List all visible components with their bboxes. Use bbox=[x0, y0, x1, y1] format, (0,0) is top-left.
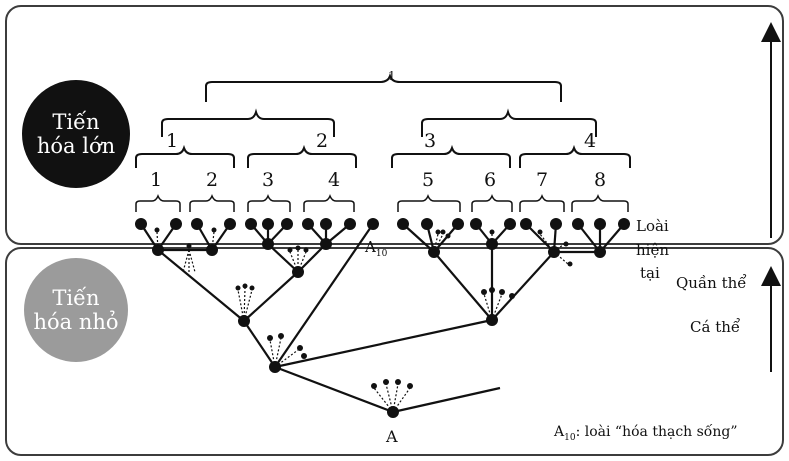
individual-dots bbox=[154, 227, 573, 389]
mid-group-number-4: 4 bbox=[584, 130, 596, 152]
species-brackets bbox=[135, 193, 629, 212]
micro-evolution-label: Tiến hóa nhỏ bbox=[24, 258, 128, 362]
species-nodes bbox=[135, 218, 630, 230]
ancestor-label: A bbox=[385, 427, 398, 446]
fossil-node-letter: A bbox=[364, 238, 376, 256]
mid-group-number-2: 2 bbox=[316, 130, 328, 152]
mid-group-number-1: 1 bbox=[166, 130, 178, 152]
top-bracket bbox=[205, 72, 562, 102]
individual-lines bbox=[156, 231, 569, 413]
low-group-number-2: 2 bbox=[206, 169, 218, 191]
legend-subscript: 10 bbox=[564, 433, 576, 443]
micro-evolution-panel bbox=[5, 247, 784, 456]
low-group-number-3: 3 bbox=[262, 169, 274, 191]
low-bracket-4 bbox=[519, 144, 631, 168]
macro-evolution-panel bbox=[5, 5, 784, 245]
macro-evolution-label: Tiến hóa lớn bbox=[22, 80, 130, 188]
micro-evolution-text: Tiến hóa nhỏ bbox=[33, 285, 119, 334]
low-bracket-1 bbox=[135, 144, 235, 168]
low-group-number-6: 6 bbox=[484, 169, 496, 191]
legend-text: : loài “hóa thạch sống” bbox=[576, 423, 738, 440]
low-bracket-3 bbox=[391, 144, 511, 168]
legend-letter: A bbox=[553, 424, 565, 440]
species-label-line-1: Loài bbox=[636, 217, 669, 235]
low-bracket-2 bbox=[247, 144, 357, 168]
low-group-number-4: 4 bbox=[328, 169, 340, 191]
low-group-number-7: 7 bbox=[536, 169, 548, 191]
fossil-node-label: A10 bbox=[364, 238, 388, 259]
mid-bracket-left bbox=[161, 108, 335, 137]
species-label-line-2: hiện bbox=[636, 241, 669, 259]
mid-group-number-3: 3 bbox=[424, 130, 436, 152]
low-group-number-5: 5 bbox=[422, 169, 434, 191]
legend: A10: loài “hóa thạch sống” bbox=[553, 423, 738, 443]
macro-evolution-text: Tiến hóa lớn bbox=[36, 109, 116, 158]
species-label-line-3: tại bbox=[640, 264, 660, 282]
top-group-number: 1 bbox=[388, 69, 396, 83]
individual-label: Cá thể bbox=[690, 318, 740, 336]
low-group-number-1: 1 bbox=[150, 169, 162, 191]
population-label: Quần thể bbox=[676, 274, 747, 292]
low-group-number-8: 8 bbox=[594, 169, 606, 191]
mid-bracket-right bbox=[421, 108, 597, 137]
branch-nodes bbox=[152, 238, 606, 418]
fossil-node-subscript: 10 bbox=[376, 249, 388, 259]
